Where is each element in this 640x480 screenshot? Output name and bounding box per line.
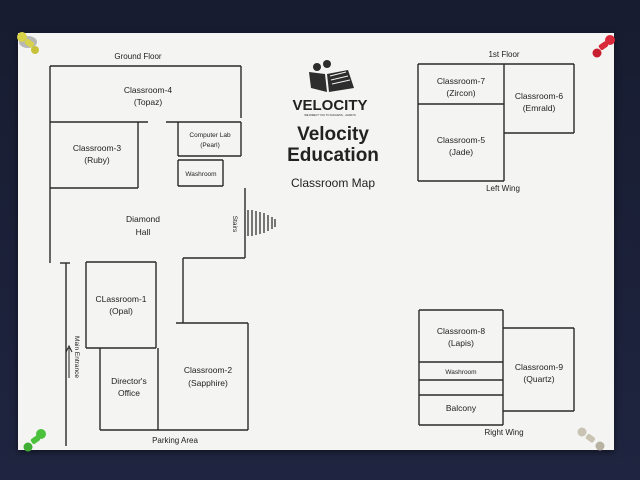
main-entrance-label: Main Entrance xyxy=(73,336,80,378)
right-wing-label: Right Wing xyxy=(484,428,523,437)
pin-bottom-left-icon xyxy=(23,429,46,452)
first-washroom-label: Washroom xyxy=(445,369,476,376)
directors-office-line1: Director's xyxy=(111,376,147,386)
velocity-logo: VELOCITY WE DIRECT YOU TO SUCCESS... ALW… xyxy=(292,60,368,117)
stairs-label: Stairs xyxy=(231,216,238,233)
pin-top-right-icon xyxy=(592,35,615,58)
ground-floor-walls xyxy=(49,65,249,446)
balcony-label: Balcony xyxy=(446,403,477,413)
directors-office-line2: Office xyxy=(118,388,140,398)
classroom2-code: (Sapphire) xyxy=(188,378,228,388)
classroom1-name: CLassroom-1 xyxy=(95,294,146,304)
pin-bottom-right-icon xyxy=(577,427,605,451)
classroom3-code: (Ruby) xyxy=(84,155,110,165)
paper-sheet xyxy=(18,33,614,450)
title-line1: Velocity xyxy=(297,124,369,145)
right-wing-walls xyxy=(418,309,575,426)
ground-floor-label: Ground Floor xyxy=(114,52,161,61)
stairs-icon xyxy=(247,210,276,236)
pin-top-left-icon xyxy=(17,32,39,54)
diamond-hall-line1: Diamond xyxy=(126,214,160,224)
classroom8-code: (Lapis) xyxy=(448,338,474,348)
classroom8-name: Classroom-8 xyxy=(437,326,485,336)
classroom9-name: Classroom-9 xyxy=(515,362,563,372)
left-wing-label: Left Wing xyxy=(486,184,520,193)
classroom5-code: (Jade) xyxy=(449,147,473,157)
diamond-hall-line2: Hall xyxy=(136,227,151,237)
first-floor-label: 1st Floor xyxy=(488,50,519,59)
classroom4-name: Classroom-4 xyxy=(124,85,172,95)
classroom3-name: Classroom-3 xyxy=(73,143,121,153)
logo-tagline: WE DIRECT YOU TO SUCCESS... ALWAYS xyxy=(304,113,356,117)
classroom7-code: (Zircon) xyxy=(446,88,475,98)
classroom5-name: Classroom-5 xyxy=(437,135,485,145)
classroom2-name: Classroom-2 xyxy=(184,365,232,375)
logo-wordmark: VELOCITY xyxy=(292,97,367,114)
ground-washroom-label: Washroom xyxy=(185,171,216,178)
entrance-arrow-icon xyxy=(65,344,73,378)
book-icon xyxy=(309,60,354,92)
map-subtitle: Classroom Map xyxy=(291,176,375,190)
classroom4-code: (Topaz) xyxy=(134,97,163,107)
classroom1-code: (Opal) xyxy=(109,306,133,316)
classroom6-name: Classroom-6 xyxy=(515,91,563,101)
classroom9-code: (Quartz) xyxy=(523,374,554,384)
classroom7-name: Classroom-7 xyxy=(437,76,485,86)
left-wing-walls xyxy=(417,63,575,182)
classroom6-code: (Emrald) xyxy=(523,103,556,113)
computer-lab-name: Computer Lab xyxy=(189,132,231,139)
title-line2: Education xyxy=(287,145,379,166)
parking-area-label: Parking Area xyxy=(152,436,198,445)
computer-lab-code: (Pearl) xyxy=(200,142,220,149)
